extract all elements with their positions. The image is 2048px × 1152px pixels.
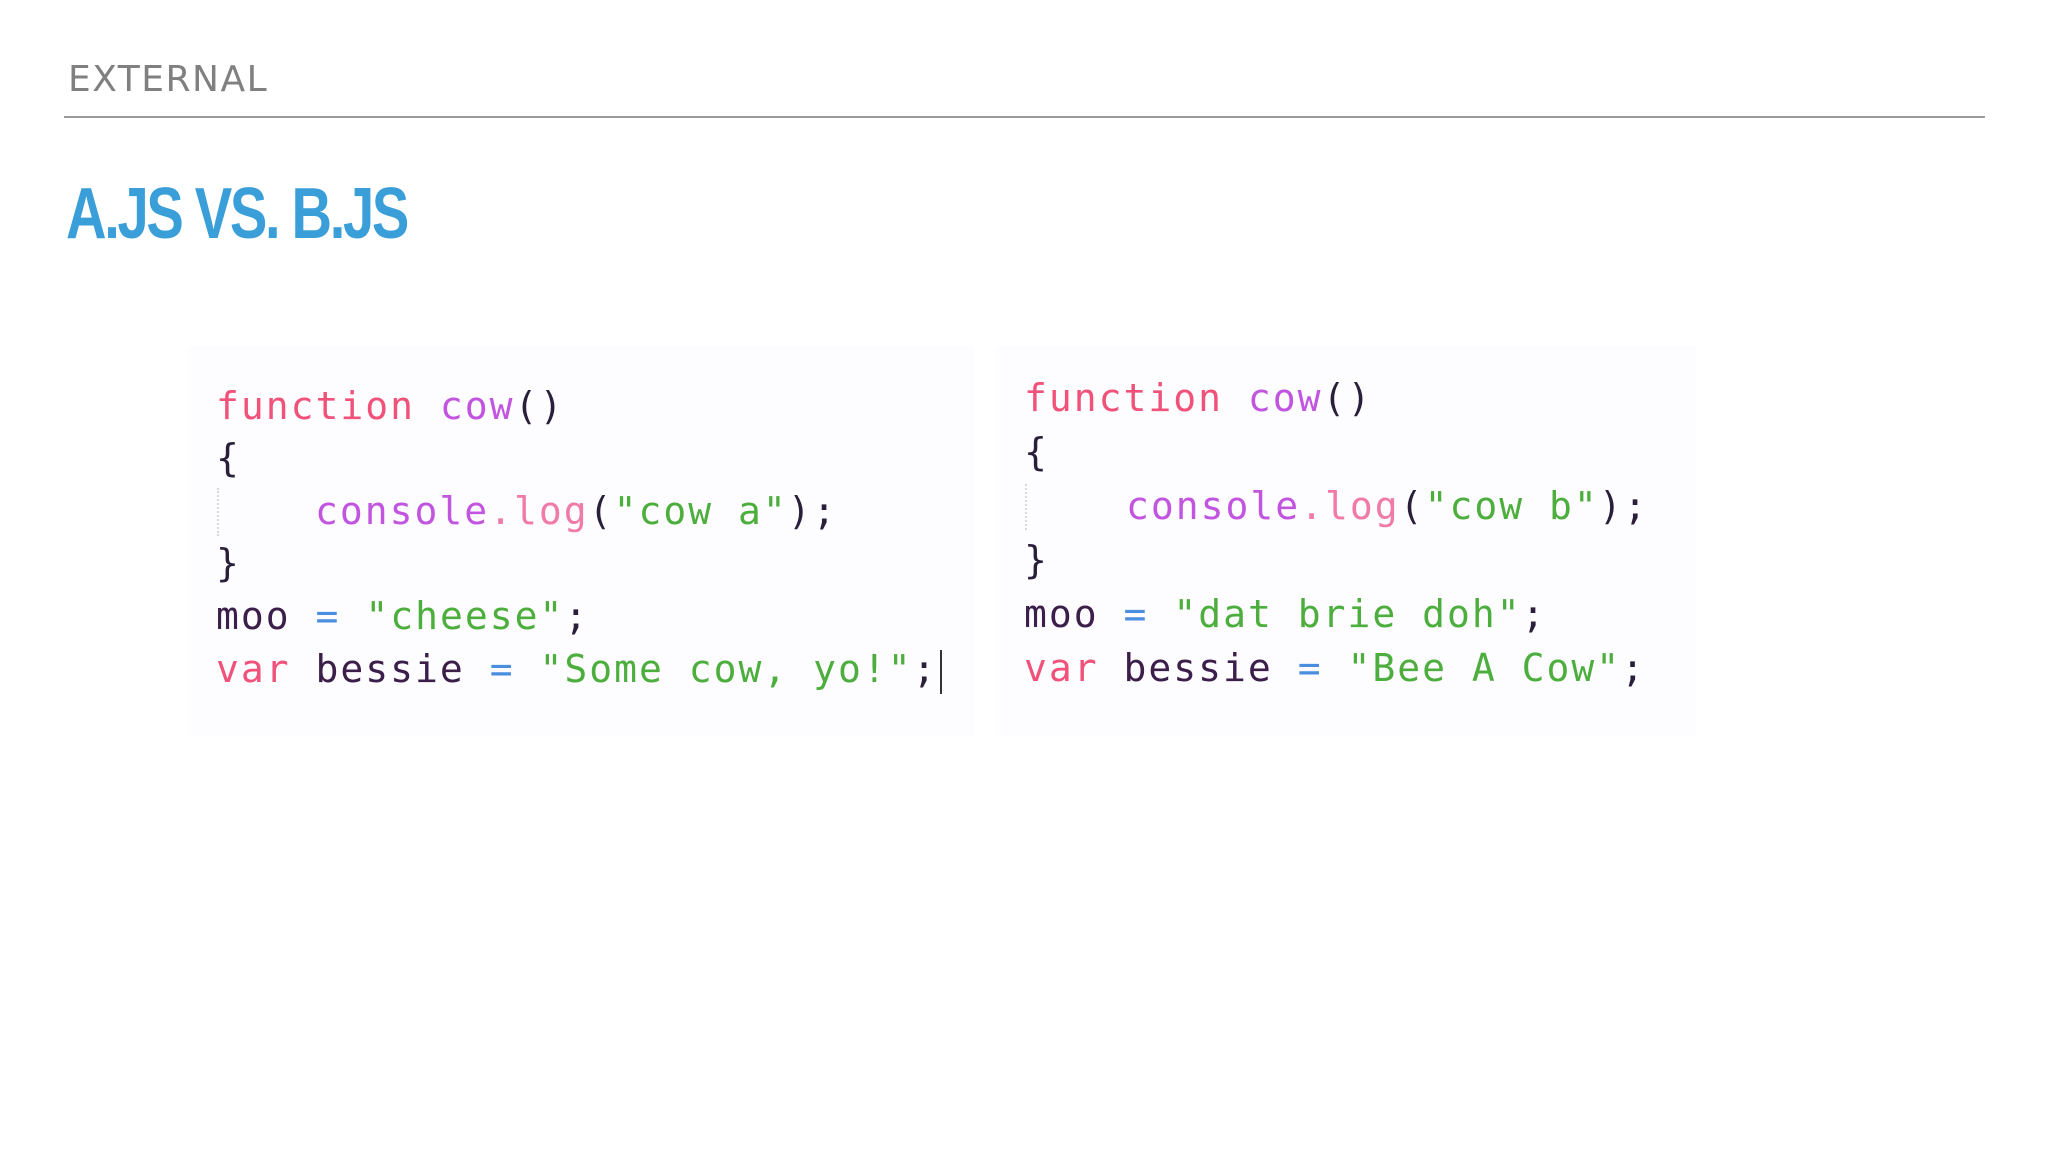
bessie-value: "Bee A Cow": [1347, 646, 1622, 690]
moo-value: "dat brie doh": [1173, 592, 1522, 636]
keyword-function: function: [216, 384, 416, 428]
code-panel-a: function cow() { console.log("cow a"); }…: [188, 346, 974, 736]
code-line-console-log: console.log("cow b");: [1024, 481, 1649, 531]
brace-close: }: [216, 541, 241, 585]
log-method: log: [1325, 484, 1400, 528]
code-line-brace-open: {: [216, 433, 241, 483]
keyword-var: var: [1024, 646, 1099, 690]
code-line-function: function cow(): [216, 381, 564, 431]
call-close: );: [787, 489, 838, 533]
parens: (): [1322, 376, 1373, 420]
assign-operator: =: [1123, 592, 1149, 636]
moo-identifier: moo: [1024, 592, 1099, 636]
brace-open: {: [1024, 430, 1049, 474]
code-line-function: function cow(): [1024, 373, 1372, 423]
code-line-moo: moo = "dat brie doh";: [1024, 589, 1547, 639]
brace-close: }: [1024, 538, 1049, 582]
bessie-identifier: bessie: [1123, 646, 1273, 690]
bessie-value: "Some cow, yo!": [539, 647, 913, 691]
header-divider: [64, 116, 1985, 118]
log-string: "cow b": [1424, 484, 1599, 528]
log-string: "cow a": [613, 489, 788, 533]
semicolon: ;: [564, 594, 590, 638]
slide-title: A.JS VS. B.JS: [66, 174, 409, 254]
log-method: log: [514, 489, 589, 533]
keyword-function: function: [1024, 376, 1224, 420]
call-open: (: [588, 489, 614, 533]
code-line-bessie: var bessie = "Some cow, yo!";: [216, 644, 942, 694]
call-close: );: [1598, 484, 1649, 528]
code-line-brace-close: }: [216, 538, 241, 588]
function-name: cow: [439, 384, 515, 428]
console-object: console: [1126, 484, 1301, 528]
semicolon: ;: [1621, 646, 1647, 690]
dot: .: [1300, 484, 1326, 528]
assign-operator: =: [1297, 646, 1323, 690]
keyword-var: var: [216, 647, 291, 691]
text-cursor: [939, 649, 942, 694]
indent-guide: [217, 488, 219, 536]
assign-operator: =: [315, 594, 341, 638]
code-panel-b: function cow() { console.log("cow b"); }…: [996, 346, 1696, 736]
indent-guide: [1025, 484, 1027, 530]
semicolon: ;: [912, 647, 938, 691]
parens: (): [514, 384, 565, 428]
code-line-bessie: var bessie = "Bee A Cow";: [1024, 643, 1646, 693]
assign-operator: =: [489, 647, 515, 691]
moo-value: "cheese": [365, 594, 565, 638]
call-open: (: [1399, 484, 1425, 528]
dot: .: [489, 489, 515, 533]
code-line-brace-close: }: [1024, 535, 1049, 585]
section-label: EXTERNAL: [68, 59, 269, 100]
bessie-identifier: bessie: [315, 647, 465, 691]
brace-open: {: [216, 436, 241, 480]
console-object: console: [315, 489, 490, 533]
code-line-console-log: console.log("cow a");: [216, 486, 838, 536]
code-line-moo: moo = "cheese";: [216, 591, 589, 641]
semicolon: ;: [1521, 592, 1547, 636]
function-name: cow: [1247, 376, 1323, 420]
code-line-brace-open: {: [1024, 427, 1049, 477]
moo-identifier: moo: [216, 594, 291, 638]
